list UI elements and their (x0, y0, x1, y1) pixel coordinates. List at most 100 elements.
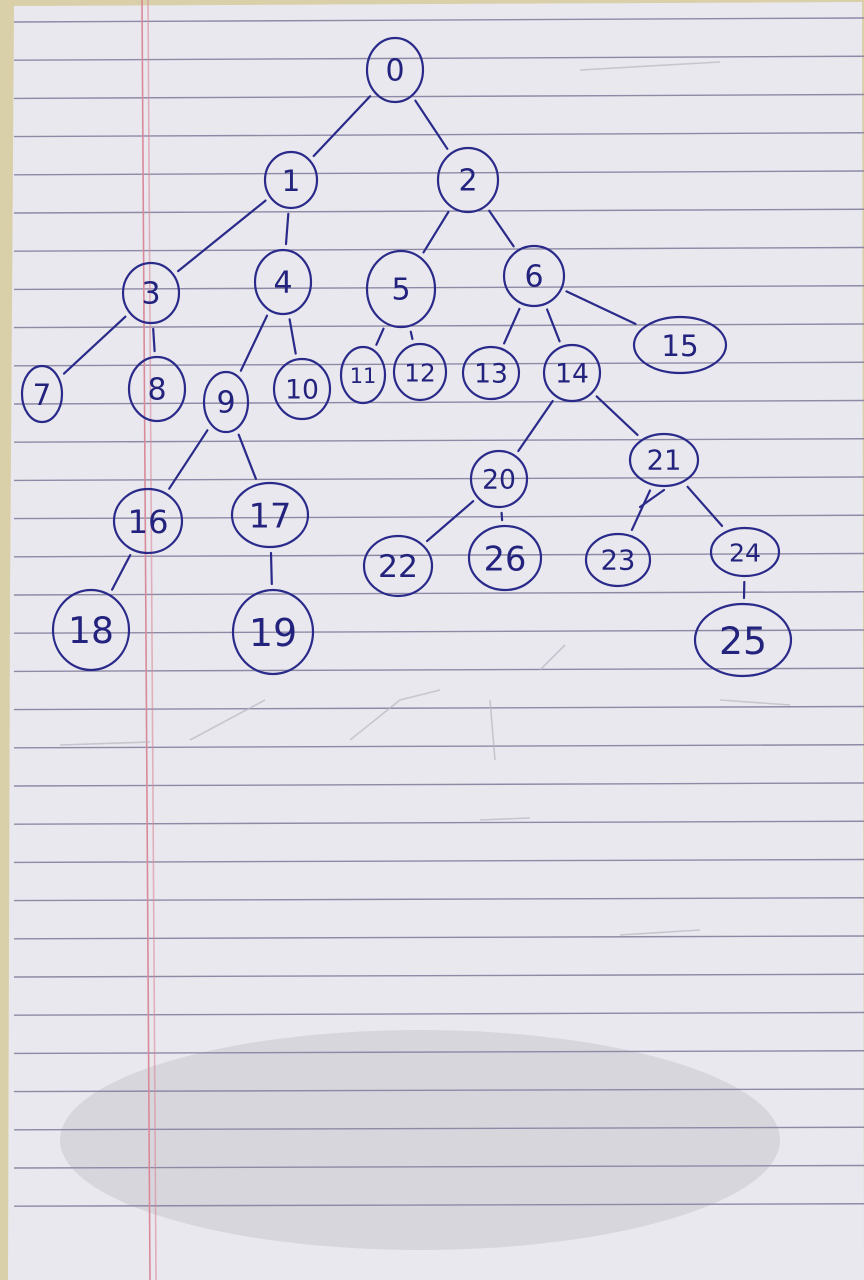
node-label: 24 (729, 539, 761, 568)
node-11: 11 (339, 345, 387, 405)
node-circle (365, 249, 437, 329)
edge-1-4 (284, 212, 290, 246)
edge-9-16 (168, 429, 209, 490)
node-21: 21 (628, 432, 700, 488)
node-9: 9 (202, 370, 250, 434)
edge-0-1 (312, 95, 372, 158)
node-13: 13 (461, 345, 521, 401)
rule-line (13, 246, 864, 252)
node-circle (272, 357, 332, 421)
bleedthrough-stroke (579, 61, 721, 71)
node-circle (469, 449, 529, 509)
node-label: 6 (524, 260, 543, 295)
node-circle (693, 602, 793, 678)
node-circle (121, 261, 181, 325)
node-15: 15 (632, 315, 728, 375)
cross-mark (638, 488, 666, 509)
edge-21-24 (686, 485, 724, 528)
node-label: 25 (719, 619, 767, 663)
node-label: 13 (474, 359, 508, 390)
edge-20-22 (426, 500, 475, 543)
node-label: 18 (68, 610, 114, 652)
node-circle (127, 355, 187, 423)
node-label: 2 (458, 164, 477, 199)
edge-0-2 (414, 99, 449, 150)
edge-9-17 (237, 433, 257, 480)
rule-line (13, 744, 864, 749)
edge-6-15 (565, 290, 637, 325)
node-label: 7 (33, 378, 52, 412)
node-label: 15 (661, 329, 698, 363)
node-circle (628, 432, 700, 488)
node-14: 14 (542, 343, 602, 403)
node-label: 17 (249, 497, 292, 536)
rule-line (13, 208, 864, 214)
node-label: 5 (391, 273, 410, 308)
shadow (60, 1030, 780, 1250)
rule-line (13, 476, 864, 482)
edge-20-26 (500, 511, 504, 522)
node-circle (365, 36, 425, 104)
rule-line (13, 629, 864, 634)
bleedthrough-stroke (719, 699, 791, 706)
node-23: 23 (584, 532, 652, 588)
node-label: 21 (647, 446, 682, 477)
edge-4-9 (239, 314, 269, 372)
bleedthrough-stroke (539, 644, 566, 671)
rule-line (13, 285, 864, 291)
node-circle (709, 526, 781, 578)
node-5: 5 (365, 249, 437, 329)
node-22: 22 (362, 534, 434, 598)
node-0: 0 (365, 36, 425, 104)
rule-line (13, 514, 864, 520)
node-1: 1 (263, 150, 319, 210)
node-24: 24 (709, 526, 781, 578)
node-3: 3 (121, 261, 181, 325)
node-label: 1 (282, 164, 301, 198)
node-4: 4 (253, 248, 313, 316)
bleedthrough-stroke (189, 699, 266, 741)
edge-14-21 (595, 395, 639, 436)
bleedthrough-stroke (619, 929, 701, 936)
paper-sheet (8, 2, 864, 1280)
edge-6-13 (503, 307, 521, 345)
node-circle (392, 342, 448, 402)
node-16: 16 (112, 487, 184, 555)
node-circle (362, 534, 434, 598)
node-circle (542, 343, 602, 403)
rule-line (13, 323, 864, 329)
rule-line (13, 591, 864, 596)
node-label: 26 (484, 540, 527, 579)
paper (8, 0, 864, 1280)
node-8: 8 (127, 355, 187, 423)
node-circle (263, 150, 319, 210)
node-2: 2 (436, 146, 500, 214)
rule-line (13, 1088, 864, 1093)
tree-edges (62, 95, 746, 600)
node-label: 20 (482, 465, 516, 496)
rule-line (13, 667, 864, 673)
node-26: 26 (467, 524, 543, 592)
node-circle (51, 588, 131, 672)
node-circle (20, 364, 64, 424)
rule-line (13, 858, 864, 864)
node-label: 10 (285, 375, 319, 406)
node-circle (436, 146, 500, 214)
edge-14-20 (517, 399, 554, 453)
node-19: 19 (231, 588, 315, 676)
bleedthrough-stroke (489, 699, 496, 761)
bleedthrough-stroke (479, 817, 531, 821)
node-7: 7 (20, 364, 64, 424)
node-20: 20 (469, 449, 529, 509)
edge-5-11 (375, 327, 385, 346)
node-label: 3 (141, 277, 160, 312)
node-label: 4 (273, 266, 292, 301)
node-label: 0 (385, 54, 404, 89)
rule-line (13, 438, 864, 443)
node-label: 23 (601, 546, 636, 577)
node-circle (231, 588, 315, 676)
rule-line (13, 361, 864, 367)
rule-line (13, 17, 864, 23)
